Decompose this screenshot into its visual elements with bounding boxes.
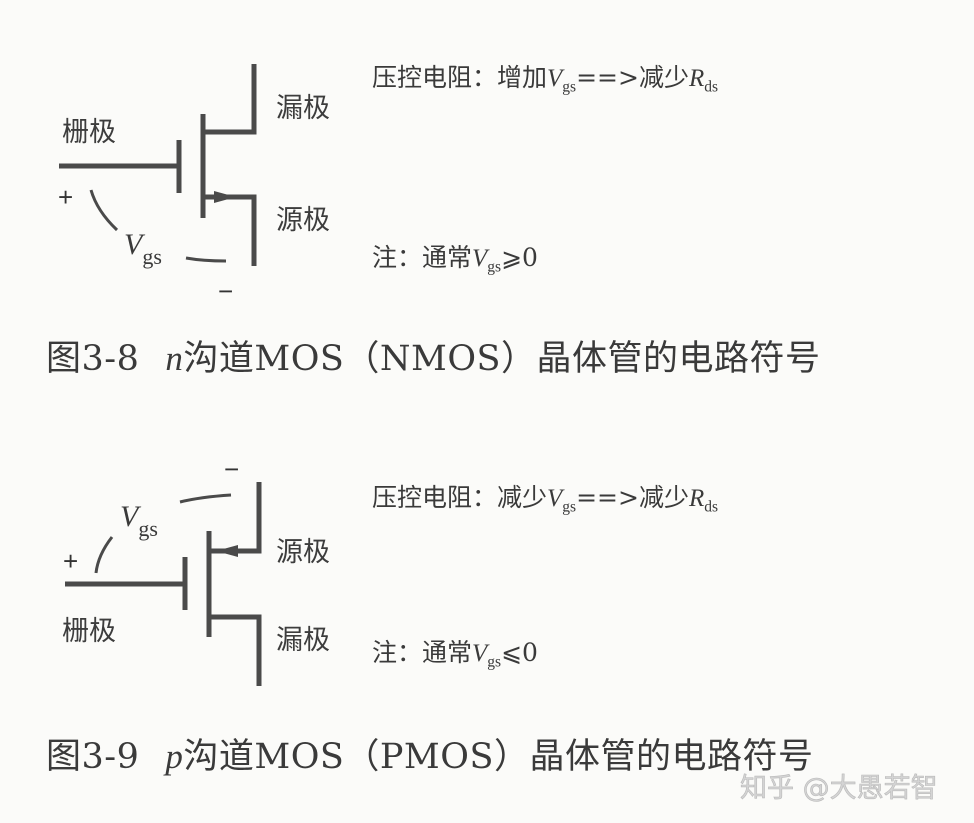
nmos-drain-label: 漏极 — [276, 93, 330, 124]
nmos-vgs-label: Vgs — [124, 228, 162, 269]
pmos-symbol — [65, 482, 262, 686]
nmos-plus-sign: + — [58, 182, 74, 212]
pmos-source-lead — [209, 482, 262, 554]
nmos-source-arrow-icon — [214, 191, 236, 203]
nmos-gate-label: 栅极 — [62, 117, 116, 148]
nmos-usage-note: 注：通常Vgs⩾0 — [372, 243, 538, 276]
pmos-voltage-controlled-resistor-note: 压控电阻：减少Vgs==>减少Rds — [372, 483, 719, 516]
nmos-source-lead — [203, 194, 257, 266]
pmos-usage-note: 注：通常Vgs⩽0 — [372, 638, 538, 671]
nmos-vgs-arc-plus — [89, 189, 119, 232]
pmos-gate-label: 栅极 — [62, 616, 116, 647]
pmos-drain-label: 漏极 — [276, 625, 330, 656]
pmos-minus-sign: − — [224, 454, 240, 484]
nmos-source-label: 源极 — [276, 205, 330, 236]
pmos-plus-sign: + — [63, 546, 79, 576]
pmos-vgs-arc-plus — [94, 536, 114, 574]
zhihu-watermark: 知乎 @大愚若智 — [740, 773, 938, 805]
pmos-vgs-arc-minus — [179, 493, 232, 504]
nmos-vgs-arc-minus — [185, 256, 227, 263]
pmos-source-label: 源极 — [276, 537, 330, 568]
pmos-source-arrow-icon — [216, 545, 238, 557]
pmos-vgs-label: Vgs — [120, 500, 158, 541]
pmos-drain-lead — [209, 614, 262, 686]
nmos-minus-sign: − — [218, 276, 234, 306]
nmos-voltage-controlled-resistor-note: 压控电阻：增加Vgs==>减少Rds — [372, 63, 719, 96]
nmos-drain-lead — [203, 64, 257, 135]
